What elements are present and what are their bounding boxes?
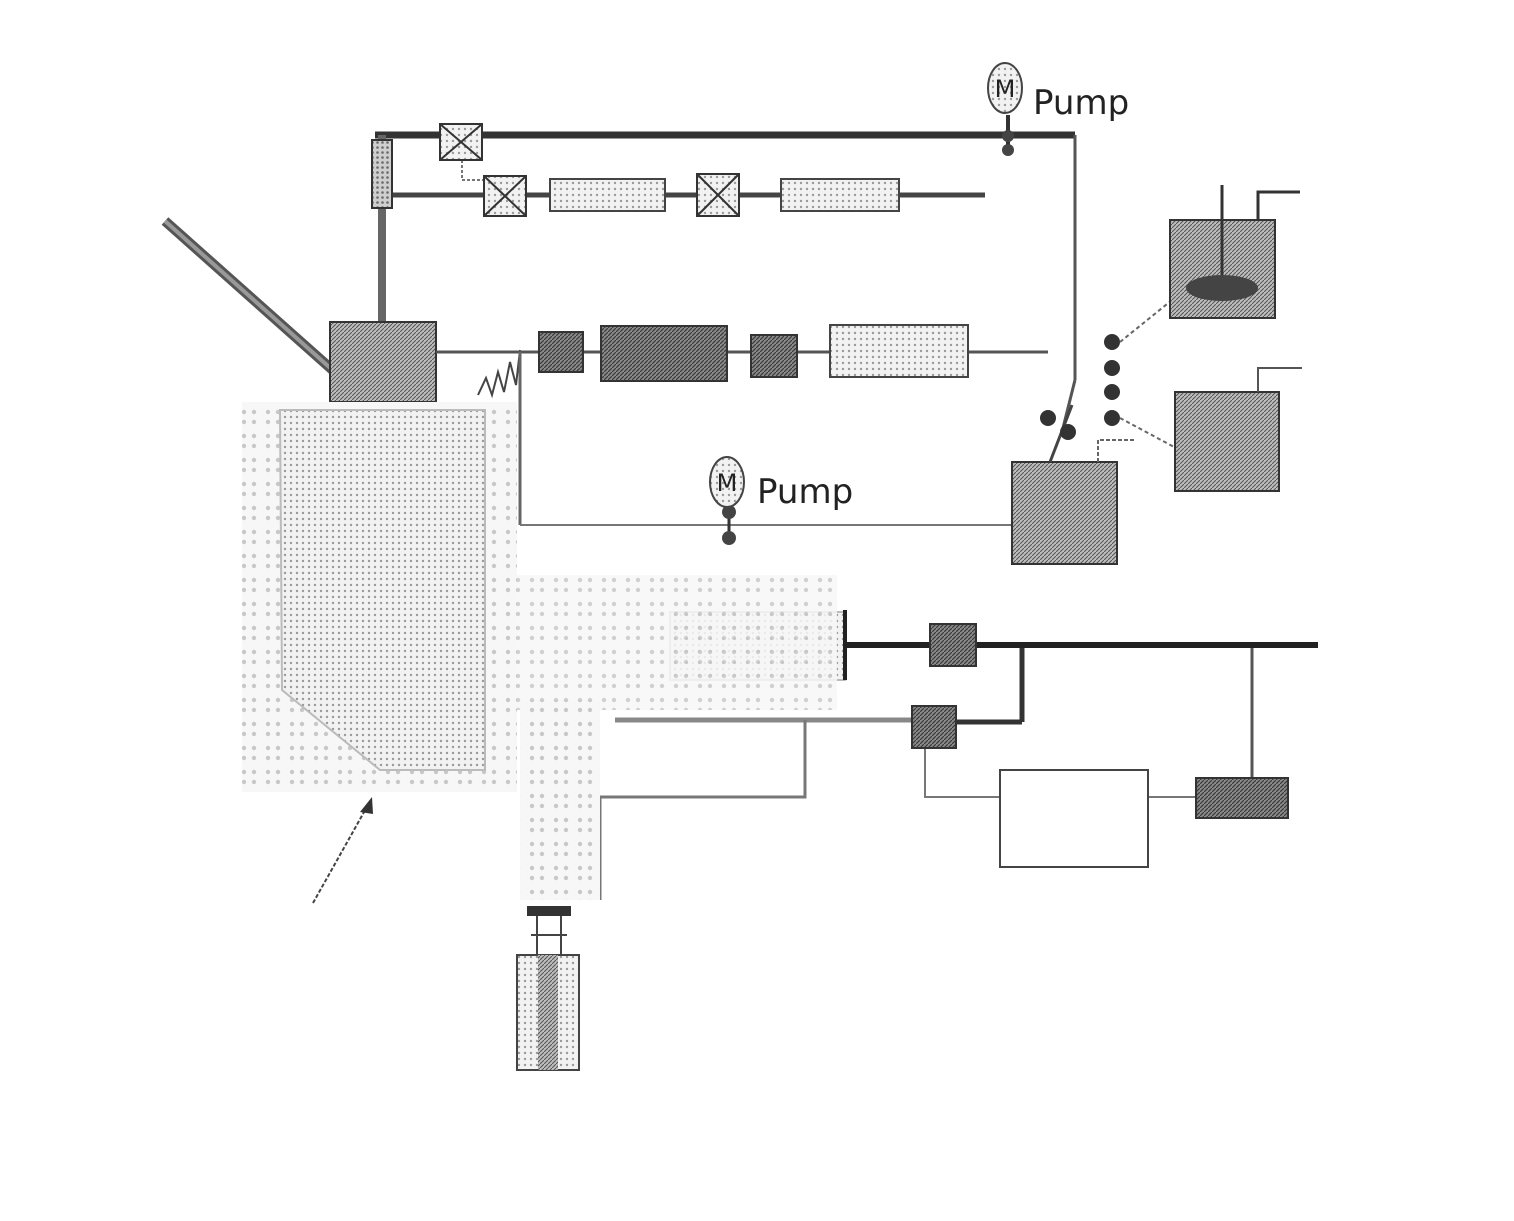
top-valve-1 xyxy=(440,124,482,160)
stirred-tank xyxy=(1170,185,1300,318)
middle-filter-1 xyxy=(601,326,727,381)
pump-label: Pump xyxy=(757,472,853,512)
discharge-column xyxy=(520,700,600,955)
reference-arrow xyxy=(313,797,373,903)
top-filter-2 xyxy=(781,179,899,211)
line-connector xyxy=(372,140,392,208)
lower-valve-3 xyxy=(1196,778,1288,818)
valve-cluster xyxy=(1040,300,1176,448)
top-valve-2 xyxy=(484,176,526,216)
top-pump: M Pump xyxy=(988,63,1129,156)
reactor-outlet-region xyxy=(517,575,837,710)
motor-symbol: M xyxy=(717,469,738,497)
agitator-icon xyxy=(1186,275,1258,301)
middle-filter-2 xyxy=(830,325,968,377)
collection-drum xyxy=(517,955,579,1070)
middle-pump: M Pump xyxy=(710,457,853,545)
reactor-head xyxy=(330,322,436,402)
lower-valve-1 xyxy=(930,624,976,666)
controller-box xyxy=(1000,770,1148,867)
lower-valve-2 xyxy=(912,706,956,748)
pump-label: Pump xyxy=(1033,83,1129,123)
motor-symbol: M xyxy=(995,75,1016,103)
top-valve-3 xyxy=(697,174,739,216)
middle-valve-1 xyxy=(539,332,583,372)
middle-valve-2 xyxy=(751,335,797,377)
reactor-vessel xyxy=(242,402,517,792)
storage-tank xyxy=(1175,368,1302,491)
top-filter-1 xyxy=(550,179,665,211)
coil-spring xyxy=(478,350,520,395)
